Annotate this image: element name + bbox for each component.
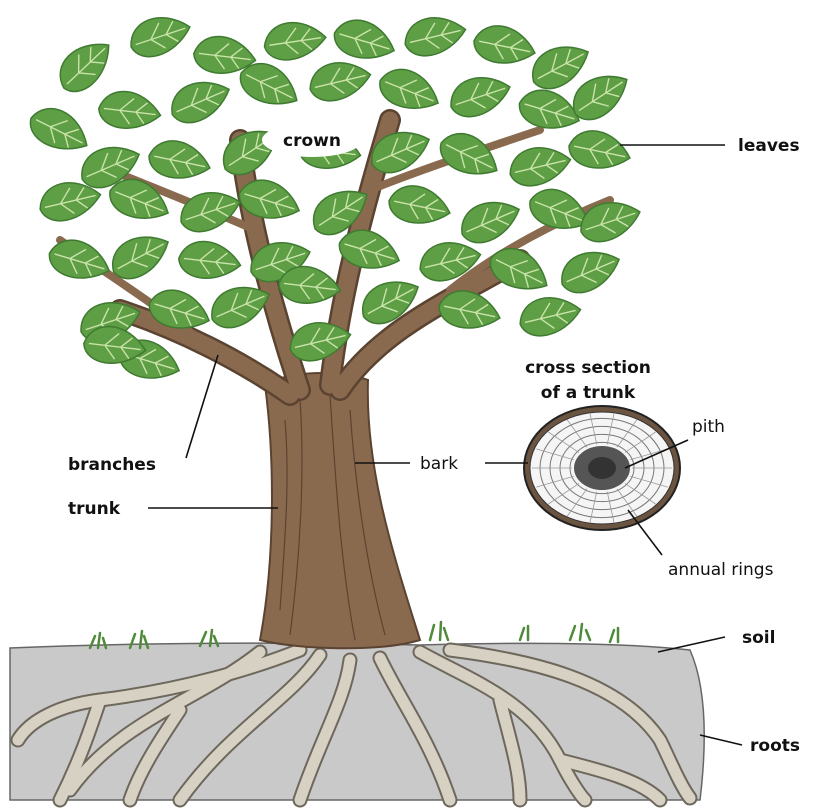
- leaf: [455, 193, 526, 249]
- leaf: [306, 57, 373, 104]
- leaf: [484, 239, 556, 302]
- leaf: [165, 73, 236, 129]
- leaf: [125, 10, 194, 62]
- pith-core: [588, 457, 616, 479]
- trunk-body: [260, 373, 420, 648]
- annual-rings-label: annual rings: [668, 560, 774, 580]
- leaf: [385, 180, 454, 232]
- leaf: [401, 12, 468, 59]
- leaf: [96, 87, 163, 134]
- leaf: [175, 185, 244, 237]
- leaf: [445, 70, 514, 122]
- leaves-label: leaves: [738, 136, 800, 156]
- leaf: [145, 135, 214, 187]
- crown-label: crown: [283, 131, 341, 151]
- leaves-cluster: [24, 10, 645, 389]
- leaf: [575, 195, 644, 247]
- cross-section-title-line1: cross section: [525, 358, 651, 378]
- branches-label: branches: [68, 455, 156, 475]
- roots-label: roots: [750, 736, 800, 756]
- leaf: [24, 99, 96, 162]
- soil-label: soil: [742, 628, 775, 648]
- leaf: [329, 13, 400, 69]
- leaf: [44, 233, 115, 289]
- cross-section-title-line2: of a trunk: [541, 383, 636, 403]
- leaf: [516, 292, 583, 339]
- leaf: [50, 32, 121, 100]
- leaf: [506, 142, 573, 189]
- bark-label: bark: [420, 454, 458, 474]
- pith-label: pith: [692, 417, 725, 437]
- leaf: [434, 124, 506, 187]
- leaf: [565, 125, 634, 177]
- leaf: [555, 243, 626, 299]
- leaf: [176, 237, 243, 284]
- trunk-label: trunk: [68, 499, 121, 519]
- leaf: [263, 20, 328, 62]
- leaf: [470, 20, 539, 72]
- trunk-cross-section: [524, 406, 680, 530]
